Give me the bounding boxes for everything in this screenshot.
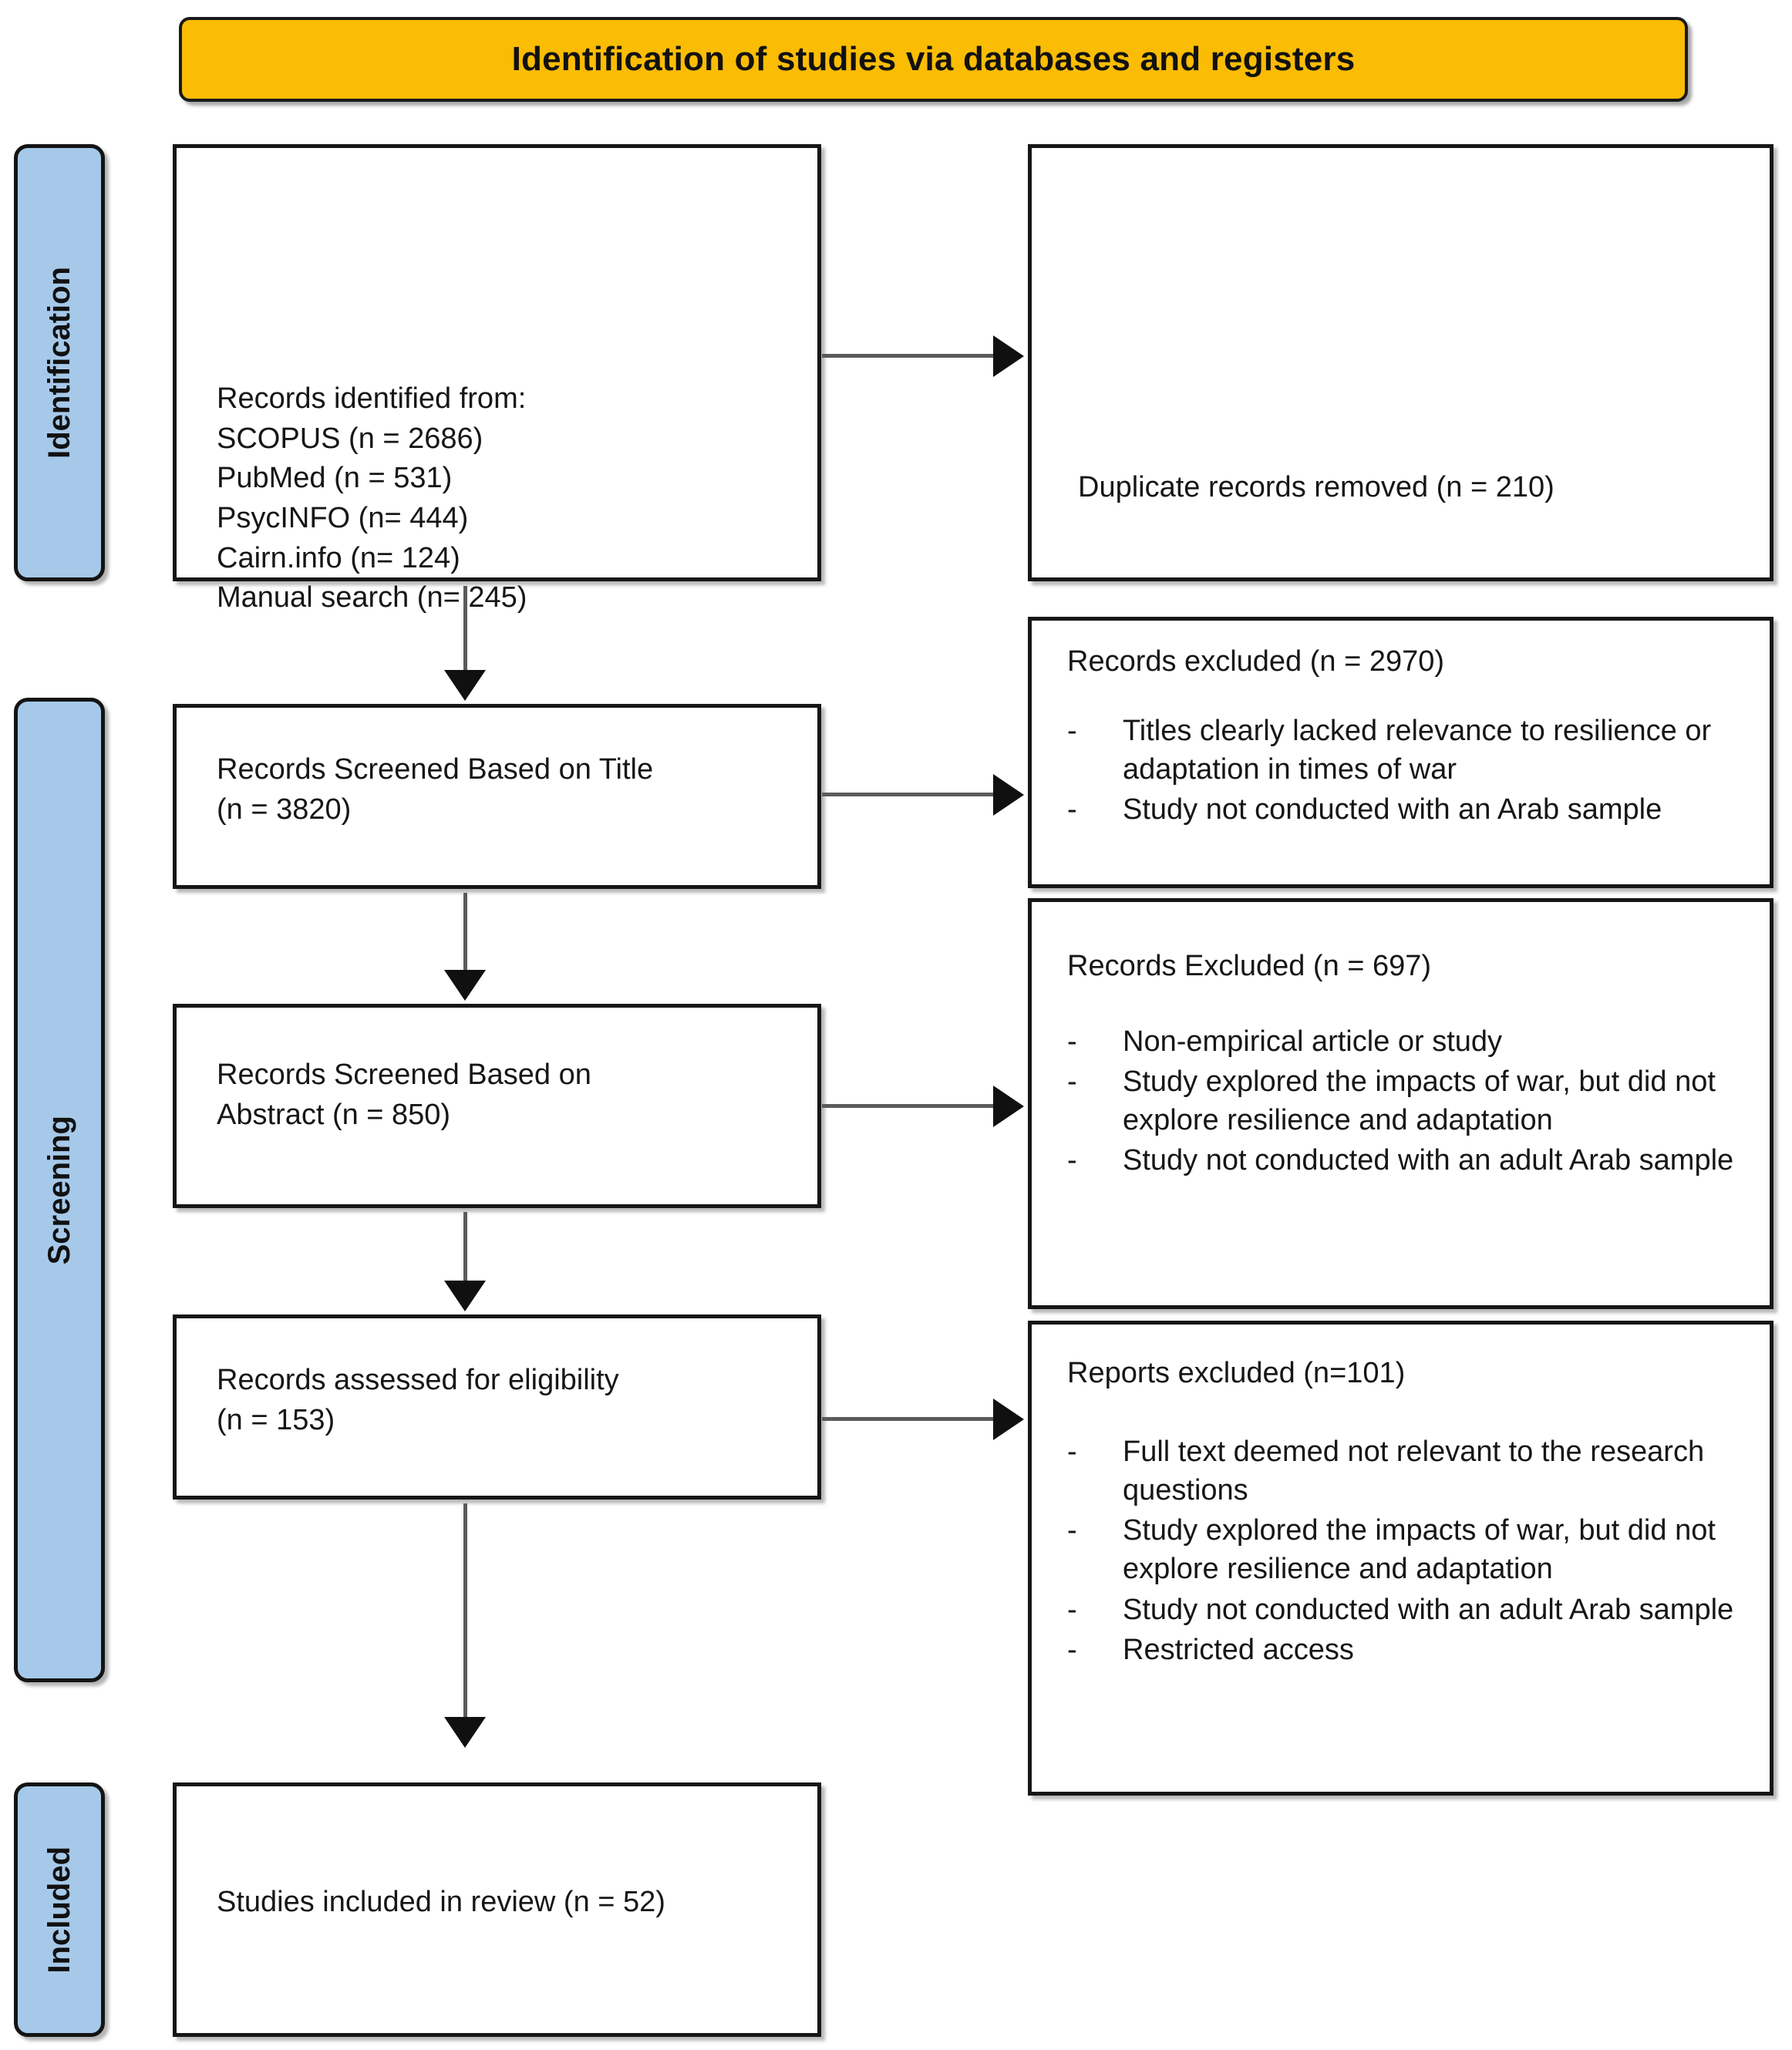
list-item-text: Full text deemed not relevant to the res… bbox=[1123, 1436, 1705, 1507]
list-item: - Restricted access bbox=[1067, 1631, 1756, 1669]
box-records-assessed-eligibility: Records assessed for eligibility (n = 15… bbox=[173, 1314, 821, 1500]
connector-line-identified-to-duplicates bbox=[822, 354, 996, 358]
connector-line-abstract-to-excluded bbox=[822, 1104, 996, 1108]
records-identified-text: Records identified from: SCOPUS (n = 268… bbox=[217, 382, 527, 614]
list-item-text: Restricted access bbox=[1123, 1633, 1354, 1666]
arrowhead-down-icon bbox=[444, 1717, 486, 1748]
dash-bullet-icon: - bbox=[1067, 1025, 1077, 1058]
stage-label-identification: Identification bbox=[42, 267, 76, 459]
duplicates-body: Duplicate records removed (n = 210) bbox=[1078, 468, 1751, 508]
list-item-text: Titles clearly lacked relevance to resil… bbox=[1123, 715, 1712, 786]
box-records-excluded-abstract: Records Excluded (n = 697) - Non-empiric… bbox=[1028, 898, 1773, 1309]
dash-bullet-icon: - bbox=[1067, 1633, 1077, 1666]
box-records-screened-title: Records Screened Based on Title (n = 382… bbox=[173, 704, 821, 889]
dash-bullet-icon: - bbox=[1067, 1144, 1077, 1177]
screened-title-text: Records Screened Based on Title (n = 382… bbox=[217, 753, 654, 826]
studies-included-body: Studies included in review (n = 52) bbox=[217, 1883, 799, 1923]
dash-bullet-icon: - bbox=[1067, 1514, 1077, 1547]
stage-rail-screening: Screening bbox=[14, 698, 105, 1682]
duplicates-text: Duplicate records removed (n = 210) bbox=[1078, 471, 1555, 503]
list-item-text: Study not conducted with an Arab sample bbox=[1123, 793, 1662, 826]
connector-line-title-to-abstract bbox=[463, 893, 467, 972]
excluded-title-heading: Records excluded (n = 2970) bbox=[1067, 645, 1445, 678]
arrowhead-down-icon bbox=[444, 1281, 486, 1311]
connector-line-eligibility-to-included bbox=[463, 1503, 467, 1719]
banner-title: Identification of studies via databases … bbox=[511, 40, 1356, 78]
stage-rail-identification: Identification bbox=[14, 144, 105, 581]
list-item-text: Study explored the impacts of war, but d… bbox=[1123, 1065, 1716, 1137]
dash-bullet-icon: - bbox=[1067, 1593, 1077, 1626]
arrowhead-down-icon bbox=[444, 970, 486, 1001]
excluded-abstract-bullet-list: - Non-empirical article or study - Study… bbox=[1067, 1022, 1756, 1182]
list-item: - Titles clearly lacked relevance to res… bbox=[1067, 712, 1756, 789]
screened-title-body: Records Screened Based on Title (n = 382… bbox=[217, 750, 799, 830]
connector-line-identified-to-title bbox=[463, 586, 467, 672]
screened-abstract-text: Records Screened Based on Abstract (n = … bbox=[217, 1059, 591, 1131]
records-identified-body: Records identified from: SCOPUS (n = 268… bbox=[217, 379, 799, 618]
list-item: - Full text deemed not relevant to the r… bbox=[1067, 1432, 1756, 1510]
excluded-abstract-heading: Records Excluded (n = 697) bbox=[1067, 950, 1432, 982]
list-item: - Study not conducted with an adult Arab… bbox=[1067, 1591, 1756, 1629]
stage-label-included: Included bbox=[42, 1846, 76, 1974]
arrowhead-down-icon bbox=[444, 670, 486, 701]
box-records-excluded-title: Records excluded (n = 2970) - Titles cle… bbox=[1028, 617, 1773, 888]
list-item-text: Study not conducted with an adult Arab s… bbox=[1123, 1144, 1734, 1177]
box-studies-included: Studies included in review (n = 52) bbox=[173, 1782, 821, 2037]
dash-bullet-icon: - bbox=[1067, 1436, 1077, 1468]
arrowhead-right-icon bbox=[993, 1399, 1024, 1440]
connector-line-eligibility-to-reports-excluded bbox=[822, 1417, 996, 1421]
dash-bullet-icon: - bbox=[1067, 1065, 1077, 1099]
arrowhead-right-icon bbox=[993, 1086, 1024, 1127]
arrowhead-right-icon bbox=[993, 335, 1024, 377]
reports-excluded-bullet-list: - Full text deemed not relevant to the r… bbox=[1067, 1432, 1756, 1671]
list-item-text: Study not conducted with an adult Arab s… bbox=[1123, 1593, 1734, 1626]
eligibility-body: Records assessed for eligibility (n = 15… bbox=[217, 1361, 799, 1440]
screened-abstract-body: Records Screened Based on Abstract (n = … bbox=[217, 1055, 799, 1135]
connector-line-abstract-to-eligibility bbox=[463, 1212, 467, 1283]
list-item-text: Study explored the impacts of war, but d… bbox=[1123, 1514, 1716, 1586]
box-records-screened-abstract: Records Screened Based on Abstract (n = … bbox=[173, 1004, 821, 1208]
stage-label-screening: Screening bbox=[42, 1115, 76, 1265]
reports-excluded-heading: Reports excluded (n=101) bbox=[1067, 1357, 1406, 1389]
list-item-text: Non-empirical article or study bbox=[1123, 1025, 1503, 1058]
list-item: - Study explored the impacts of war, but… bbox=[1067, 1062, 1756, 1139]
stage-rail-included: Included bbox=[14, 1782, 105, 2037]
list-item: - Study not conducted with an Arab sampl… bbox=[1067, 790, 1756, 829]
list-item: - Non-empirical article or study bbox=[1067, 1022, 1756, 1061]
arrowhead-right-icon bbox=[993, 774, 1024, 816]
list-item: - Study not conducted with an adult Arab… bbox=[1067, 1141, 1756, 1180]
dash-bullet-icon: - bbox=[1067, 793, 1077, 826]
excluded-title-bullet-list: - Titles clearly lacked relevance to res… bbox=[1067, 712, 1756, 830]
eligibility-text: Records assessed for eligibility (n = 15… bbox=[217, 1364, 619, 1436]
diagram-banner: Identification of studies via databases … bbox=[179, 17, 1688, 102]
studies-included-text: Studies included in review (n = 52) bbox=[217, 1886, 665, 1918]
dash-bullet-icon: - bbox=[1067, 715, 1077, 747]
box-reports-excluded: Reports excluded (n=101) - Full text dee… bbox=[1028, 1321, 1773, 1796]
box-records-identified: Records identified from: SCOPUS (n = 268… bbox=[173, 144, 821, 614]
box-duplicate-records-removed: Duplicate records removed (n = 210) bbox=[1028, 144, 1773, 581]
list-item: - Study explored the impacts of war, but… bbox=[1067, 1511, 1756, 1588]
connector-line-title-to-excluded bbox=[822, 793, 996, 796]
